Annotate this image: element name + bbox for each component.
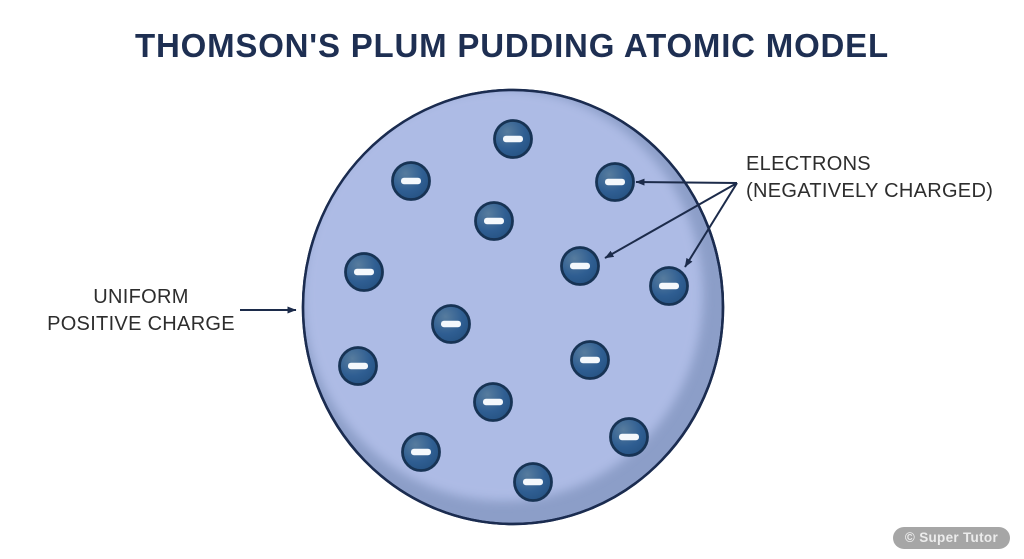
electron xyxy=(513,462,553,502)
electron xyxy=(391,161,431,201)
minus-sign xyxy=(580,356,600,364)
positive-label-line2: POSITIVE CHARGE xyxy=(47,313,235,335)
minus-sign xyxy=(503,135,523,143)
electron xyxy=(570,340,610,380)
electrons-label-line2: (NEGATIVELY CHARGED) xyxy=(746,180,994,202)
minus-sign xyxy=(619,433,639,441)
electron xyxy=(474,201,514,241)
positive-charge-label: UNIFORM POSITIVE CHARGE xyxy=(35,284,247,338)
electron xyxy=(431,304,471,344)
pointer-arrow xyxy=(604,182,738,259)
electrons-group xyxy=(338,119,689,502)
arrows-group xyxy=(240,178,738,314)
minus-sign xyxy=(441,320,461,328)
electron xyxy=(401,432,441,472)
minus-sign xyxy=(348,362,368,370)
minus-sign xyxy=(483,398,503,406)
electron xyxy=(473,382,513,422)
minus-sign xyxy=(411,448,431,456)
page-title: THOMSON'S PLUM PUDDING ATOMIC MODEL xyxy=(135,27,889,64)
positive-label-line1: UNIFORM xyxy=(93,286,189,308)
electron xyxy=(595,162,635,202)
minus-sign xyxy=(659,282,679,290)
electron xyxy=(338,346,378,386)
electron xyxy=(649,266,689,306)
electron xyxy=(493,119,533,159)
electron xyxy=(344,252,384,292)
minus-sign xyxy=(605,178,625,186)
electrons-label-line1: ELECTRONS xyxy=(746,153,871,175)
minus-sign xyxy=(354,268,374,276)
minus-sign xyxy=(570,262,590,270)
watermark-badge: © Super Tutor xyxy=(892,527,1010,549)
minus-sign xyxy=(523,478,543,486)
electron xyxy=(609,417,649,457)
electrons-label: ELECTRONS (NEGATIVELY CHARGED) xyxy=(746,151,993,205)
pointer-arrow xyxy=(684,182,738,268)
minus-sign xyxy=(401,177,421,185)
minus-sign xyxy=(484,217,504,225)
pointer-arrow xyxy=(635,178,738,186)
electron xyxy=(560,246,600,286)
